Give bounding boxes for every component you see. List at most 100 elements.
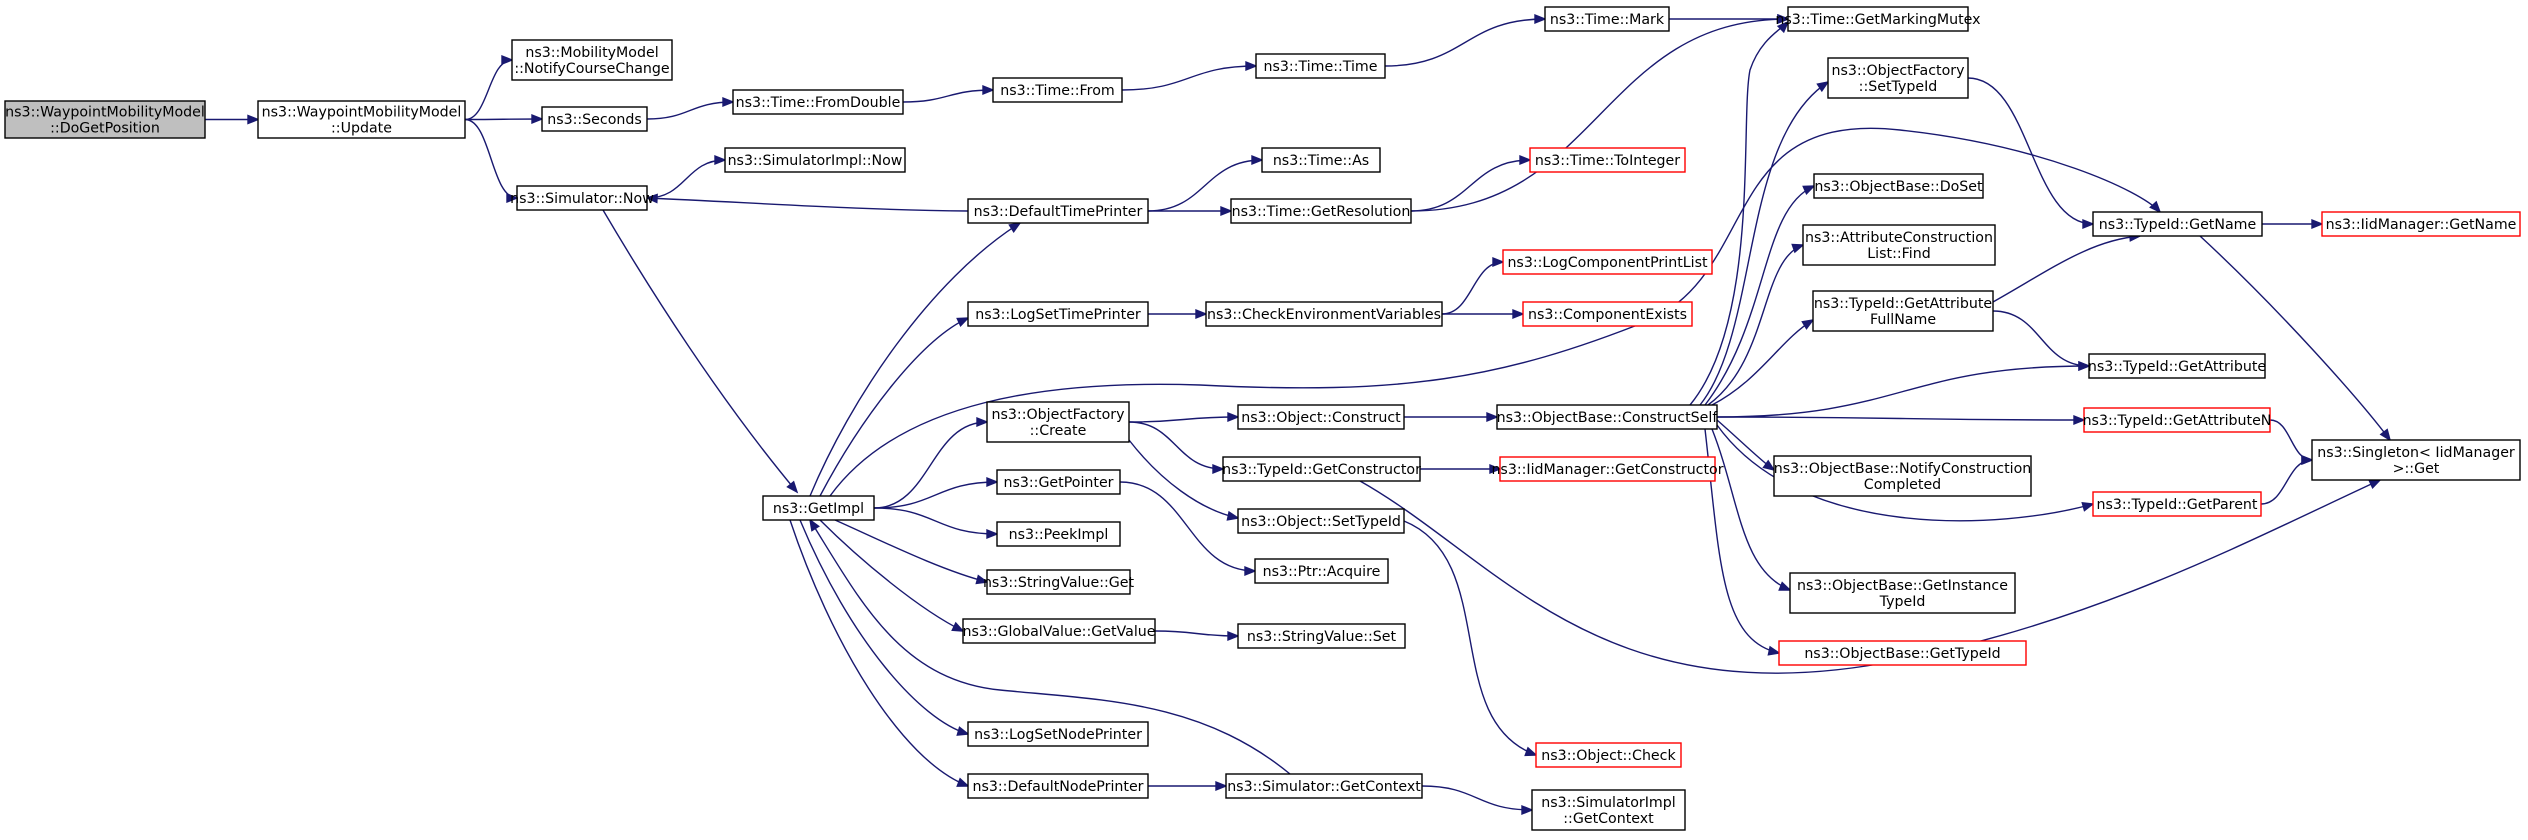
node-label: ns3::Simulator::GetContext [1227, 779, 1421, 795]
node-n29[interactable]: ns3::TypeId::GetAttributeN [2083, 407, 2272, 433]
node-n28[interactable]: ns3::ObjectBase::ConstructSelf [1496, 404, 1719, 430]
node-box [1230, 198, 1412, 224]
edge-n26-to-n37 [1128, 439, 1240, 521]
node-box [257, 100, 466, 139]
node-n1[interactable]: ns3::WaypointMobilityModel::Update [257, 100, 466, 139]
node-n33[interactable]: ns3::TypeId::GetConstructor [1222, 456, 1421, 482]
node-n46[interactable]: ns3::Object::Check [1535, 742, 1682, 768]
edge-n13-to-n8 [1410, 13, 1790, 212]
node-label: ns3::LogSetNodePrinter [974, 727, 1142, 743]
node-n6[interactable]: ns3::Time::Time [1255, 53, 1386, 79]
edge-n31-to-n42 [819, 519, 965, 632]
node-n5[interactable]: ns3::Time::From [992, 77, 1123, 103]
node-label: ns3::TypeId::GetAttribute [2088, 359, 2266, 375]
node-label: ns3::Time::From [1000, 83, 1114, 99]
node-label: ns3::MobilityModel [525, 45, 658, 61]
node-label: ns3::TypeId::GetName [2099, 217, 2256, 233]
node-label: ns3::AttributeConstruction [1805, 230, 1993, 246]
edge-n37-to-n46 [1403, 520, 1538, 757]
node-box [1205, 301, 1443, 327]
node-box [1812, 290, 1994, 332]
node-n42[interactable]: ns3::GlobalValue::GetValue [962, 618, 1156, 644]
node-n43[interactable]: ns3::StringValue::Set [1237, 623, 1406, 649]
node-n15[interactable]: ns3::ObjectFactory::SetTypeId [1827, 57, 1969, 99]
node-label: ns3::Object::Check [1541, 748, 1676, 764]
node-label: ns3::Time::Mark [1550, 12, 1665, 28]
node-label: ::Update [331, 121, 392, 137]
node-n44[interactable]: ns3::ObjectBase::GetTypeId [1778, 640, 2027, 666]
node-n20[interactable]: ns3::LogComponentPrintList [1502, 249, 1713, 275]
node-label: ns3::LogSetTimePrinter [975, 307, 1141, 323]
node-label: ns3::Ptr::Acquire [1263, 564, 1381, 580]
node-n10[interactable]: ns3::SimulatorImpl::Now [724, 147, 906, 173]
edge-n9-to-n10 [646, 154, 727, 199]
node-n48[interactable]: ns3::Simulator::GetContext [1225, 773, 1423, 799]
node-n31[interactable]: ns3::GetImpl [762, 495, 875, 521]
node-n22[interactable]: ns3::CheckEnvironmentVariables [1205, 301, 1443, 327]
node-n32[interactable]: ns3::GetPointer [996, 469, 1121, 495]
node-n18[interactable]: ns3::IidManager::GetName [2321, 211, 2521, 237]
node-n30[interactable]: ns3::Singleton< IidManager >::Get [2311, 439, 2521, 481]
node-label: ns3::Singleton< IidManager [2317, 445, 2515, 461]
edge-n3-to-n4 [646, 96, 735, 120]
node-n34[interactable]: ns3::IidManager::GetConstructor [1491, 456, 1724, 482]
node-n4[interactable]: ns3::Time::FromDouble [732, 89, 904, 115]
edge-n31-to-n26 [873, 416, 989, 509]
node-n12[interactable]: ns3::Time::As [1261, 147, 1381, 173]
node-box [1222, 456, 1421, 482]
node-n40[interactable]: ns3::StringValue::Get [983, 569, 1135, 595]
edge-n28-to-n19 [1707, 243, 1805, 406]
node-n39[interactable]: ns3::Ptr::Acquire [1254, 558, 1389, 584]
edge-n13-to-n14 [1410, 154, 1532, 212]
node-n23[interactable]: ns3::ComponentExists [1522, 301, 1693, 327]
node-label: ns3::Simulator::Now [510, 191, 654, 207]
node-label: ns3::StringValue::Get [983, 575, 1135, 591]
node-n7[interactable]: ns3::Time::Mark [1544, 6, 1670, 32]
node-n13[interactable]: ns3::Time::GetResolution [1230, 198, 1412, 224]
node-box [1237, 623, 1406, 649]
node-label: ns3::TypeId::GetAttributeN [2083, 413, 2272, 429]
node-label: ::Create [1030, 423, 1087, 439]
edge-n17-to-n18 [2262, 218, 2324, 230]
node-n2[interactable]: ns3::MobilityModel::NotifyCourseChange [511, 39, 673, 81]
node-n26[interactable]: ns3::ObjectFactory::Create [986, 401, 1130, 443]
edge-n28-to-n35 [1716, 419, 1776, 472]
edge-n33-to-n34 [1420, 463, 1502, 475]
node-box [967, 198, 1149, 224]
edge-n48-to-n31 [809, 518, 1291, 775]
node-box [724, 147, 906, 173]
node-label: ns3::ComponentExists [1528, 307, 1687, 323]
node-box [1237, 404, 1405, 430]
node-n11[interactable]: ns3::DefaultTimePrinter [967, 198, 1149, 224]
node-box [541, 106, 648, 132]
node-n27[interactable]: ns3::Object::Construct [1237, 404, 1405, 430]
node-n45[interactable]: ns3::LogSetNodePrinter [967, 721, 1149, 747]
node-n16[interactable]: ns3::ObjectBase::DoSet [1813, 173, 1984, 199]
node-n38[interactable]: ns3::PeekImpl [996, 521, 1121, 547]
node-label: ns3::WaypointMobilityModel [262, 105, 462, 121]
node-n47[interactable]: ns3::DefaultNodePrinter [967, 773, 1149, 799]
node-box [1787, 6, 1969, 32]
edge-n11-to-n12 [1147, 154, 1264, 212]
node-box [996, 469, 1121, 495]
node-n36[interactable]: ns3::TypeId::GetParent [2092, 491, 2262, 517]
edge-n31-to-n32 [873, 476, 999, 509]
node-n25[interactable]: ns3::TypeId::GetAttribute [2088, 353, 2266, 379]
node-n8[interactable]: ns3::Time::GetMarkingMutex [1775, 6, 1981, 32]
node-n35[interactable]: ns3::ObjectBase::NotifyConstructionCompl… [1773, 455, 2032, 497]
node-n17[interactable]: ns3::TypeId::GetName [2092, 211, 2263, 237]
node-label: ns3::IidManager::GetName [2326, 217, 2517, 233]
node-box [1773, 455, 2032, 497]
node-n9[interactable]: ns3::Simulator::Now [510, 185, 654, 211]
node-n3[interactable]: ns3::Seconds [541, 106, 648, 132]
node-n21[interactable]: ns3::LogSetTimePrinter [967, 301, 1149, 327]
node-label: ns3::SimulatorImpl [1541, 795, 1675, 811]
node-box [1789, 572, 2016, 614]
node-label: FullName [1870, 312, 1936, 328]
node-n14[interactable]: ns3::Time::ToInteger [1529, 147, 1686, 173]
node-n49[interactable]: ns3::SimulatorImpl::GetContext [1531, 789, 1686, 831]
node-n37[interactable]: ns3::Object::SetTypeId [1237, 508, 1405, 534]
